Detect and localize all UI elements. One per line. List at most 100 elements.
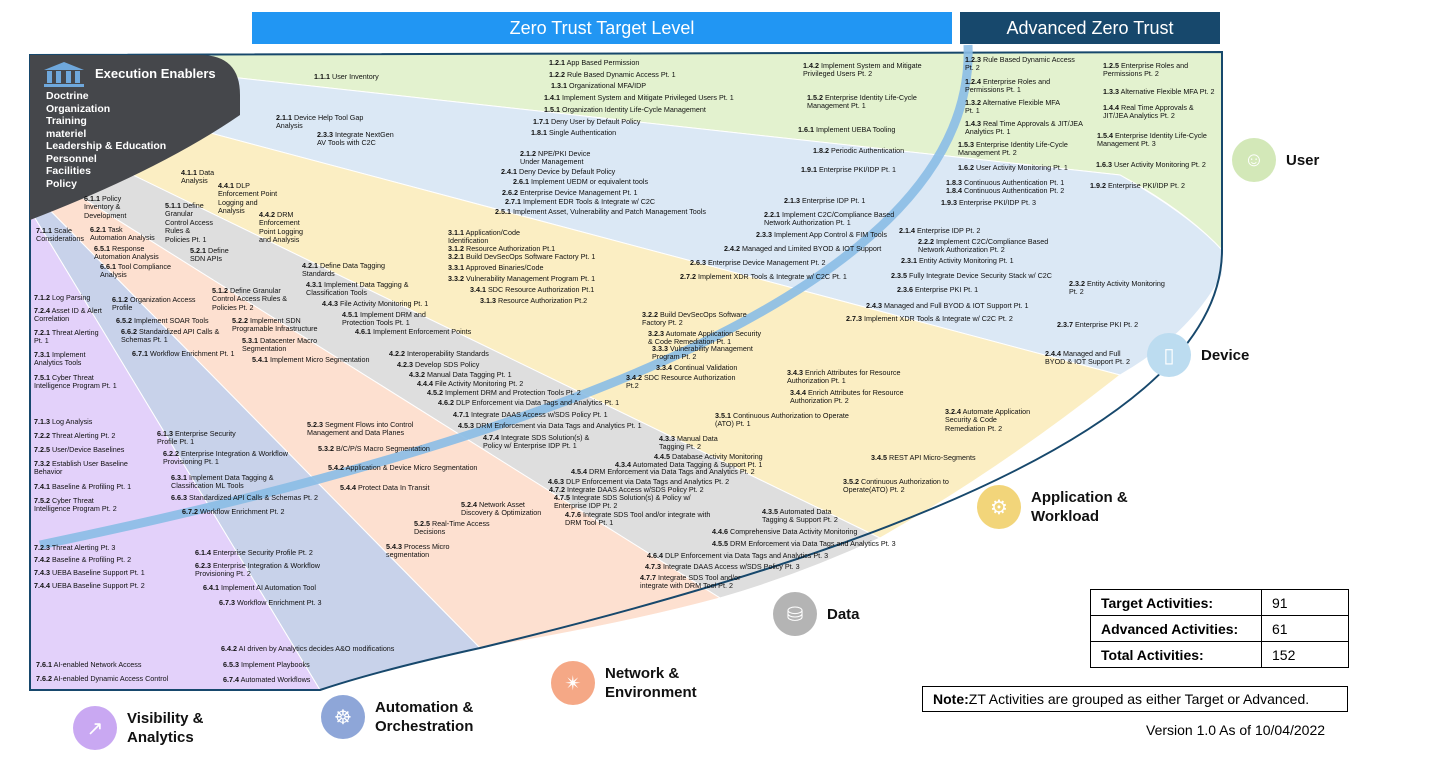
activity-text: Task Automation Analysis — [90, 225, 155, 243]
activity-id: 6.1.2 — [112, 295, 128, 304]
activity-id: 4.7.5 — [554, 493, 570, 502]
activity-text: File Activity Monitoring Pt. 2 — [433, 379, 524, 388]
activity-id: 7.2.2 — [34, 431, 50, 440]
activity-label: 4.7.2 Integrate DAAS Access w/SDS Policy… — [549, 485, 704, 494]
activity-label: 1.4.3 Real Time Approvals & JIT/JEA Anal… — [965, 119, 1083, 137]
activity-id: 2.4.3 — [866, 301, 882, 310]
activity-label: 4.6.3 DLP Enforcement via Data Tags and … — [548, 477, 729, 486]
activity-id: 3.2.1 — [448, 252, 464, 261]
activity-id: 7.1.1 — [36, 226, 52, 235]
count-row: Target Activities:91 — [1090, 589, 1349, 616]
activity-text: Define Granular Control Access Rules & P… — [165, 201, 213, 244]
activity-id: 3.1.1 — [448, 228, 464, 237]
activity-label: 3.3.4 Continual Validation — [656, 363, 737, 372]
activity-text: User Activity Monitoring Pt. 1 — [974, 163, 1068, 172]
activity-label: 1.2.4 Enterprise Roles and Permissions P… — [965, 77, 1050, 95]
activity-label: 1.9.1 Enterprise PKI/IDP Pt. 1 — [801, 165, 896, 174]
activity-id: 6.1.4 — [195, 548, 211, 557]
note-label: Note: — [933, 691, 969, 707]
activity-text: User Activity Monitoring Pt. 2 — [1112, 160, 1206, 169]
pillar-label: Automation & Orchestration — [375, 699, 474, 735]
activity-label: 2.4.1 Deny Device by Default Policy — [501, 167, 615, 176]
analytics-icon: ↗ — [73, 706, 117, 750]
activity-label: 2.1.4 Enterprise IDP Pt. 2 — [899, 226, 980, 235]
activity-text: Implement Data Tagging & Classification … — [306, 280, 409, 298]
activity-label: 4.2.3 Develop SDS Policy — [397, 360, 480, 369]
activity-id: 1.3.1 — [551, 81, 567, 90]
activity-id: 6.5.2 — [116, 316, 132, 325]
activity-label: 1.2.3 Rule Based Dynamic Access Pt. 2 — [965, 55, 1075, 73]
activity-text: Protect Data In Transit — [356, 483, 430, 492]
pillar-network: ✴Network & Environment — [551, 661, 697, 705]
activity-id: 7.2.3 — [34, 543, 50, 552]
activity-label: 2.1.2 NPE/PKI Device Under Management — [520, 149, 590, 167]
tablet-icon: ▯ — [1147, 333, 1191, 377]
activity-text: Implement DRM and Protection Tools Pt. 1 — [342, 310, 426, 328]
activity-id: 2.3.6 — [897, 285, 913, 294]
activity-text: Continuous Authentication Pt. 1 — [962, 178, 1065, 187]
activity-label: 2.3.5 Fully Integrate Device Security St… — [891, 271, 1052, 280]
activity-id: 7.4.4 — [34, 581, 50, 590]
activity-id: 1.2.2 — [549, 70, 565, 79]
activity-text: Continuous Authorization to Operate (ATO… — [715, 411, 849, 429]
enabler-item: Leadership & Education — [46, 140, 167, 152]
activity-text: Continuous Authentication Pt. 2 — [962, 186, 1065, 195]
activity-id: 3.2.4 — [945, 407, 961, 416]
activity-label: 2.4.4 Managed and Full BYOD & IOT Suppor… — [1045, 349, 1130, 367]
activity-label: 3.4.2 SDC Resource Authorization Pt.2 — [626, 373, 735, 391]
activity-text: Tool Compliance Analysis — [100, 262, 171, 280]
activity-label: 4.6.1 Implement Enforcement Points — [355, 327, 471, 336]
activity-text: DLP Enforcement via Data Tags and Analyt… — [454, 398, 620, 407]
activity-label: 7.5.1 Cyber Threat Intelligence Program … — [34, 373, 117, 391]
activity-label: 3.1.3 Resource Authorization Pt.2 — [480, 296, 587, 305]
activity-label: 1.6.1 Implement UEBA Tooling — [798, 125, 895, 134]
activity-label: 4.7.7 Integrate SDS Tool and/or integrat… — [640, 573, 741, 591]
count-label: Target Activities: — [1090, 589, 1262, 616]
activity-label: 7.6.1 AI-enabled Network Access — [36, 660, 142, 669]
activity-id: 2.4.1 — [501, 167, 517, 176]
activity-label: 5.2.3 Segment Flows into Control Managem… — [307, 420, 414, 438]
activity-text: Implement EDR Tools & Integrate w/ C2C — [521, 197, 656, 206]
pillar-device: ▯Device — [1147, 333, 1249, 377]
activity-text: Enrich Attributes for Resource Authoriza… — [790, 388, 904, 406]
activity-text: Scale Considerations — [36, 226, 84, 244]
note-box: Note: ZT Activities are grouped as eithe… — [922, 686, 1348, 712]
activity-label: 2.3.2 Entity Activity Monitoring Pt. 2 — [1069, 279, 1165, 297]
activity-id: 7.6.1 — [36, 660, 52, 669]
activity-text: Integrate SDS Tool and/or integrate with… — [565, 510, 711, 528]
activity-id: 4.4.2 — [259, 210, 275, 219]
activity-text: Develop SDS Policy — [413, 360, 480, 369]
activity-label: 6.4.1 Implement AI Automation Tool — [203, 583, 316, 592]
activity-id: 7.6.2 — [36, 674, 52, 683]
activity-label: 4.7.5 Integrate SDS Solution(s) & Policy… — [554, 493, 691, 511]
activity-label: 3.1.2 Resource Authorization Pt.1 — [448, 244, 555, 253]
activity-id: 7.4.1 — [34, 482, 50, 491]
activity-label: 5.2.1 Define SDN APIs — [190, 246, 229, 264]
activity-label: 6.6.1 Tool Compliance Analysis — [100, 262, 171, 280]
activity-label: 4.4.2 DRM Enforcement Point Logging and … — [259, 210, 303, 245]
activity-label: 3.2.4 Automate Application Security & Co… — [945, 407, 1030, 433]
activity-text: Baseline & Profiling Pt. 1 — [50, 482, 132, 491]
activity-id: 4.2.1 — [302, 261, 318, 270]
activity-id: 5.3.2 — [318, 444, 334, 453]
activity-id: 4.4.3 — [322, 299, 338, 308]
activity-label: 4.2.1 Define Data Tagging Standards — [302, 261, 385, 279]
activity-id: 2.5.1 — [495, 207, 511, 216]
activity-text: Segment Flows into Control Management an… — [307, 420, 414, 438]
activity-text: Enterprise Integration & Workflow Provis… — [163, 449, 288, 467]
data-band — [29, 124, 882, 599]
activity-id: 4.5.5 — [712, 539, 728, 548]
activity-label: 3.4.1 SDC Resource Authorization Pt.1 — [470, 285, 594, 294]
activity-id: 5.2.4 — [461, 500, 477, 509]
activity-label: 7.3.2 Establish User Baseline Behavior — [34, 459, 128, 477]
activity-label: 7.1.2 Log Parsing — [34, 293, 90, 302]
activity-label: 3.4.4 Enrich Attributes for Resource Aut… — [790, 388, 904, 406]
activity-text: Standardized API Calls & Schemas Pt. 1 — [121, 327, 220, 345]
activity-label: 1.8.1 Single Authentication — [531, 128, 616, 137]
activity-id: 5.3.1 — [242, 336, 258, 345]
activity-text: DLP Enforcement Point Logging and Analys… — [218, 181, 278, 216]
activity-id: 4.3.5 — [762, 507, 778, 516]
activity-label: 3.5.2 Continuous Authorization to Operat… — [843, 477, 949, 495]
activity-label: 6.7.3 Workflow Enrichment Pt. 3 — [219, 598, 322, 607]
